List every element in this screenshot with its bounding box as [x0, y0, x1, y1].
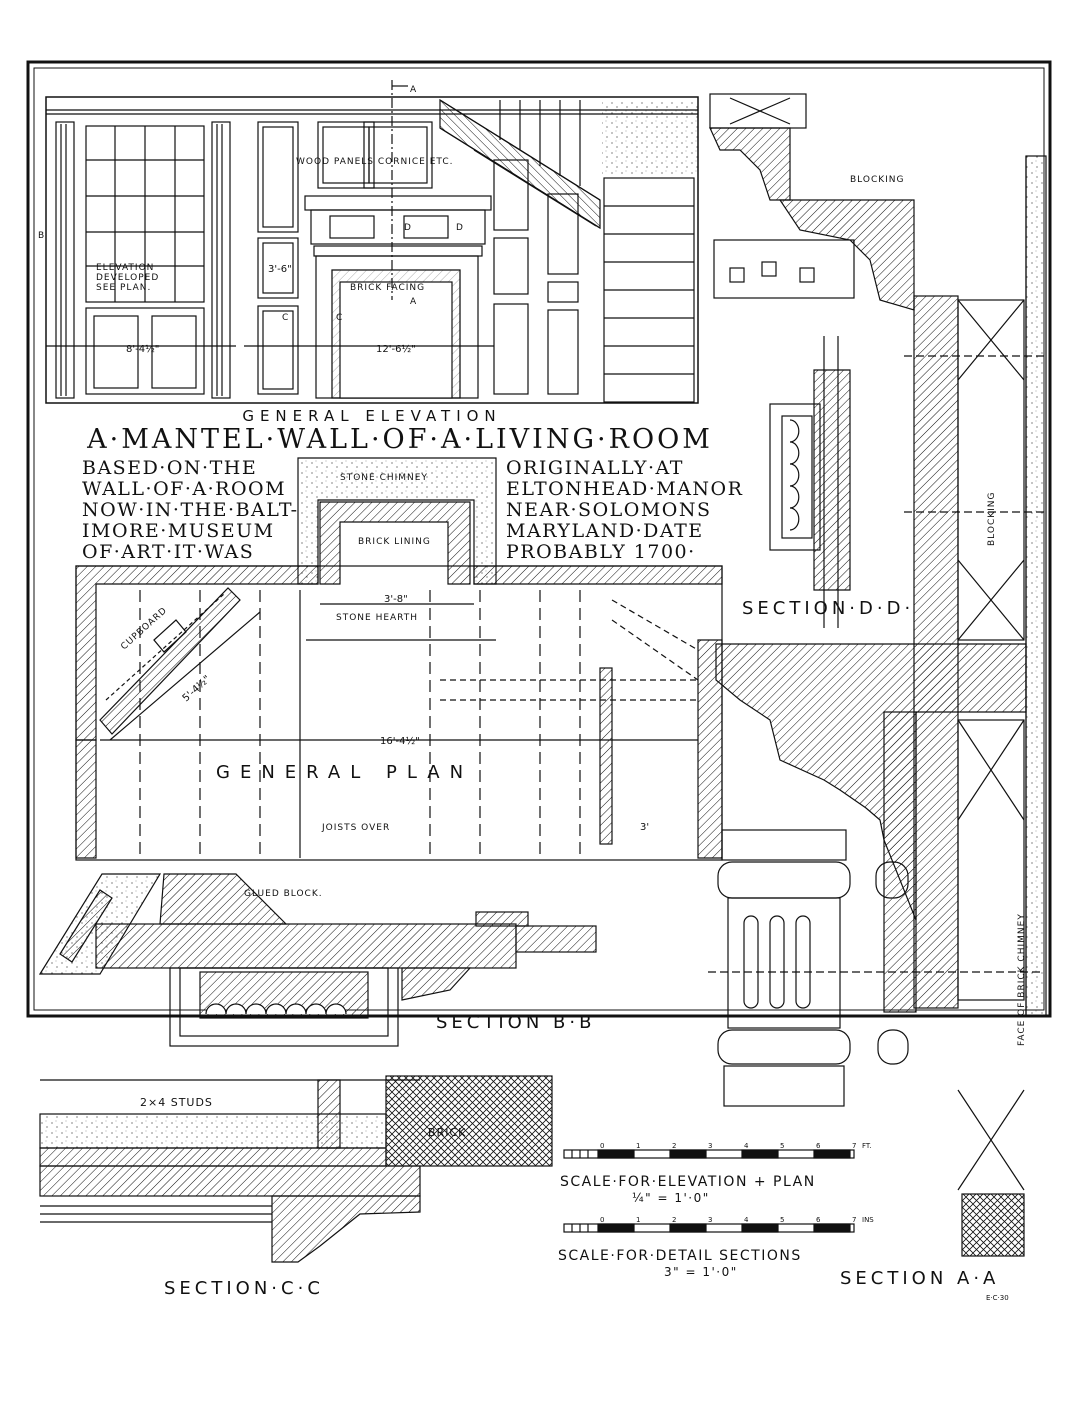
scale-elevation-ticks: 0 1 2 3 4 5 6 7 FT.: [600, 1142, 872, 1150]
scale-tick: 6: [816, 1216, 821, 1224]
description-right-line-3: NEAR·SOLOMONS: [506, 499, 712, 521]
scale-tick: 5: [780, 1216, 784, 1224]
blocking-side-note: BLOCKING: [987, 492, 997, 547]
description-left-line-5: OF·ART·IT·WAS: [82, 541, 254, 563]
description-left-line-2: WALL·OF·A·ROOM: [82, 478, 286, 500]
scale-elevation-ratio: ¼" = 1'·0": [632, 1191, 710, 1205]
scale-detail-bar: [563, 1223, 855, 1233]
scale-detail-label: SCALE·FOR·DETAIL SECTIONS: [558, 1248, 802, 1264]
outer-border: [26, 60, 1052, 1018]
section-mark-d-right: D: [456, 223, 464, 233]
scale-tick: 0: [600, 1216, 604, 1224]
section-bb: [38, 873, 597, 1047]
scale-tick: 1: [636, 1216, 640, 1224]
main-title: A·MANTEL·WALL·OF·A·LIVING·ROOM: [86, 424, 713, 455]
elevation-developed-note-3: SEE PLAN.: [96, 283, 151, 293]
description-right-line-4: MARYLAND·DATE: [506, 520, 704, 542]
general-plan: [75, 457, 723, 861]
general-elevation: [45, 80, 699, 404]
elevation-developed-note-2: DEVELOPED: [96, 273, 159, 283]
description-left-line-4: IMORE·MUSEUM: [82, 520, 275, 542]
scale-tick: 3: [708, 1142, 712, 1150]
scale-tick: 2: [672, 1142, 676, 1150]
blocking-top-note: BLOCKING: [850, 175, 905, 185]
scale-tick: 3: [708, 1216, 712, 1224]
scale-tick: 4: [744, 1216, 749, 1224]
description-right-line-1: ORIGINALLY·AT: [506, 457, 684, 479]
scale-elevation-bar: [563, 1149, 855, 1159]
wood-panels-note: WOOD PANELS CORNICE ETC.: [296, 157, 454, 167]
scale-unit-ins: INS: [862, 1216, 874, 1224]
hearth-dim: 3'-8": [384, 594, 408, 605]
section-cc-label: SECTION·C·C: [164, 1278, 324, 1299]
section-cc: [39, 1075, 553, 1263]
section-dd: [769, 336, 851, 628]
plan-dim: 16'-4½": [380, 735, 420, 747]
section-bb-label: SECTION B·B: [436, 1012, 595, 1033]
cupboard-note: CUPBOARD: [119, 606, 169, 653]
description-right-line-5: PROBABLY 1700·: [506, 541, 696, 563]
scale-tick: 0: [600, 1142, 604, 1150]
section-mark-c-left: C: [282, 313, 289, 323]
description-right: ORIGINALLY·AT ELTONHEAD·MANOR NEAR·SOLOM…: [506, 457, 743, 563]
scale-tick: 6: [816, 1142, 821, 1150]
scale-tick: 7: [852, 1142, 856, 1150]
scale-elevation-label: SCALE·FOR·ELEVATION + PLAN: [560, 1174, 816, 1190]
elevation-developed-note-1: ELEVATION: [96, 263, 154, 273]
scale-unit-ft: FT.: [862, 1142, 872, 1150]
description-left-line-1: BASED·ON·THE: [82, 457, 257, 479]
brick-note: BRICK: [428, 1126, 466, 1139]
brick-facing-note: BRICK FACING: [350, 283, 425, 293]
elevation-annotations: WOOD PANELS CORNICE ETC. ELEVATION DEVEL…: [38, 85, 464, 355]
brick-lining-note: BRICK LINING: [358, 537, 431, 547]
signature: E·C·30: [986, 1294, 1009, 1302]
studs-note: 2×4 STUDS: [140, 1096, 213, 1109]
glued-block-note: GLUED BLOCK.: [244, 889, 323, 899]
stone-chimney-note: STONE CHIMNEY: [340, 473, 428, 483]
section-aa: [708, 93, 1047, 1257]
scale-detail-ratio: 3" = 1'·0": [664, 1265, 738, 1279]
elev-right-dim: 12'-6½": [376, 343, 416, 355]
general-plan-label: GENERAL PLAN: [216, 762, 473, 783]
section-aa-label: SECTION A·A: [840, 1268, 999, 1289]
scale-tick: 1: [636, 1142, 640, 1150]
section-dd-label: SECTION·D·D·: [742, 598, 914, 619]
stair-dim: 3': [640, 822, 649, 833]
scale-detail-ticks: 0 1 2 3 4 5 6 7 INS: [600, 1216, 874, 1224]
scale-tick: 5: [780, 1142, 784, 1150]
joists-over-note: JOISTS OVER: [321, 823, 390, 833]
section-mark-a-top: A: [410, 85, 417, 95]
section-mark-b: B: [38, 231, 45, 241]
section-mark-c-right: C: [336, 313, 343, 323]
description-right-line-2: ELTONHEAD·MANOR: [506, 478, 743, 500]
scale-tick: 2: [672, 1216, 676, 1224]
scale-tick: 4: [744, 1142, 749, 1150]
stone-hearth-note: STONE HEARTH: [336, 613, 418, 623]
description-left-line-3: NOW·IN·THE·BALT-: [82, 499, 299, 521]
general-elevation-label: GENERAL ELEVATION: [242, 407, 501, 425]
face-of-brick-note: FACE OF BRICK CHIMNEY: [1017, 913, 1027, 1046]
section-mark-a-bottom: A: [410, 297, 417, 307]
scale-tick: 7: [852, 1216, 856, 1224]
section-mark-d-left: D: [404, 223, 412, 233]
description-left: BASED·ON·THE WALL·OF·A·ROOM NOW·IN·THE·B…: [82, 457, 299, 563]
elev-left-dim: 8'-4½": [126, 343, 159, 355]
cupboard-dim: 5'-4½": [180, 673, 213, 704]
elev-panel-dim: 3'-6": [268, 264, 292, 275]
